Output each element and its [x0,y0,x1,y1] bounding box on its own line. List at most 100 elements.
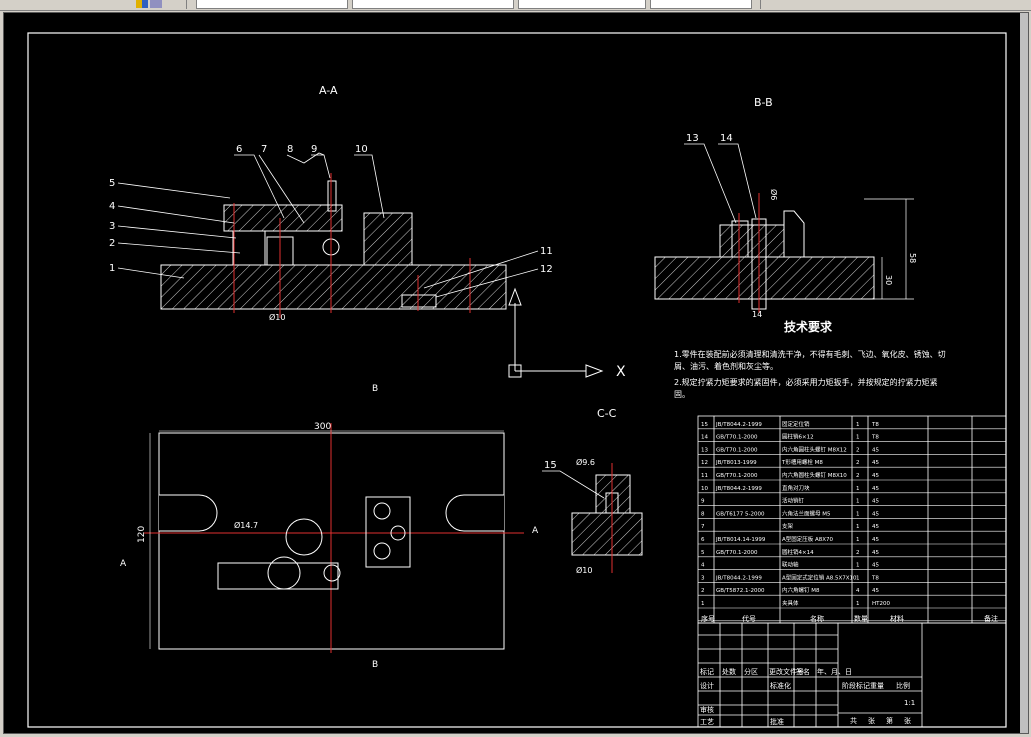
bom-cell: 45 [872,447,879,453]
balloon: 3 [109,221,115,232]
bom-cell: 4 [701,563,705,569]
drawing-viewport[interactable]: A-A 6 7 8 9 10 5 4 3 2 1 11 12 Ø10 [3,12,1029,734]
bom-cell: 1 [856,486,860,492]
tb-cell: 分区 [744,667,758,676]
ucs-x-label: X [616,364,626,380]
leader-line-cc [542,470,605,499]
toolbar-separator [186,0,187,9]
tb-scale: 1:1 [904,699,915,707]
balloon: 13 [686,133,699,144]
tech-line: 屑、油污、着色剂和灰尘等。 [674,362,778,371]
bom-cell: 45 [872,499,879,505]
balloon: 12 [540,264,553,275]
cad-drawing: A-A 6 7 8 9 10 5 4 3 2 1 11 12 Ø10 [27,32,1007,728]
tech-line: 2.规定拧紧力矩要求的紧固件，必须采用力矩扳手，并按规定的拧紧力矩紧 [674,378,938,387]
pin [327,180,337,212]
tb-cell: 年、月、日 [817,667,852,676]
bom-cell: 45 [872,486,879,492]
view-label-bb: B-B [754,96,773,109]
setting-block-plan [365,496,411,568]
bom-cell: GB/T70.1-2000 [716,550,758,556]
properties-icon[interactable] [150,0,162,8]
support [232,230,266,266]
section-view-bb [654,193,914,313]
bom-cell: 2 [856,460,860,466]
bolt-plan [373,542,391,560]
bom-cell: 1 [856,563,860,569]
bom-cell: T形槽用螺栓 M8 [781,458,823,466]
bom-cell: 3 [701,575,705,581]
tb-cell: 签名 [796,667,810,676]
tb-cell: 阶段标记 [842,681,870,690]
dim-bb-small: 30 [884,275,893,285]
tb-cell: 比例 [896,681,910,690]
u-slot-left [159,494,218,532]
tech-requirements: 1.零件在装配前必须清理和清洗干净，不得有毛刺、飞边、氧化皮、锈蚀、切 屑、油污… [674,349,974,401]
dim-bb-top: Ø6 [769,189,779,200]
clamp-plate [223,204,343,232]
bom-cell: 1 [856,422,860,428]
bom-cell: 1 [701,601,705,607]
bom-cell: 六角法兰面螺母 M5 [782,509,831,517]
color-dropdown[interactable] [352,0,514,9]
setting-block [363,212,413,266]
toolbar-separator [760,0,761,9]
tb-cell: 张 [868,716,875,725]
bom-cell: 1 [856,499,860,505]
linetype-dropdown[interactable] [518,0,646,9]
bom-cell: 45 [872,524,879,530]
section-mark-a-right: A [532,526,539,536]
dim-cc-top: Ø9.6 [576,457,595,467]
vertical-scrollbar[interactable] [1020,13,1028,733]
cc-body [571,512,643,556]
bom-cell: 7 [701,524,705,530]
dim-cc-bottom: Ø10 [576,565,592,575]
bom-cell: 1 [856,511,860,517]
section-mark-a-left: A [120,559,127,569]
dim-bore-aa: Ø10 [269,312,285,322]
tb-cell: 张 [904,716,911,725]
bom-cell: 45 [872,460,879,466]
balloon: 5 [109,178,115,189]
bom-cell: 15 [701,422,708,428]
bom-cell: 圆柱销4×14 [782,548,814,556]
bom-cell: 14 [701,435,708,441]
balloon: 9 [311,144,317,155]
dim-bb-width: 14 [752,310,762,319]
tech-line: 1.零件在装配前必须清理和清洗干净，不得有毛刺、飞边、氧化皮、锈蚀、切 [674,350,946,359]
tb-cell: 处数 [722,667,736,676]
bom-cell: 1 [856,537,860,543]
layer-icon[interactable] [136,0,148,8]
bom-cell: T8 [871,575,879,581]
tb-cell: 设计 [700,681,714,690]
balloons-aa: 6 7 8 9 10 5 4 3 2 1 11 12 [109,144,553,275]
section-mark-b-bottom: B [372,660,378,670]
bom-cell: T8 [871,422,879,428]
bb-body [654,256,875,300]
tb-cell: 标准化 [770,681,791,690]
nut-plan [323,564,341,582]
section-view-aa [160,173,507,318]
bom-cell: 夹具体 [782,599,799,607]
bolt-plan [390,525,406,541]
view-label-cc: C-C [597,407,617,420]
bom-cell: A型固定压板 A8X70 [782,535,834,543]
bom-cell: 45 [872,588,879,594]
bom-cell: 8 [701,511,705,517]
bom-cell: GB/T6177 5-2000 [716,511,765,517]
bom-cell: 联动轴 [782,561,799,569]
cc-pin [595,474,631,514]
bom-cell: GB/T70.1-2000 [716,435,758,441]
ucs-icon [508,287,604,378]
bb-screw [731,220,749,258]
bom-cell: JB/T8014.14-1999 [715,537,766,543]
fixture-body [160,264,507,310]
bom-cell: 支架 [782,522,794,530]
balloons-bb: 13 14 [686,133,733,144]
locating-pin-plan [267,556,301,590]
title-block-grid [697,622,1007,728]
layer-dropdown[interactable] [196,0,348,9]
lineweight-dropdown[interactable] [650,0,752,9]
bom-cell: 2 [856,447,860,453]
bom-cell: 45 [872,511,879,517]
